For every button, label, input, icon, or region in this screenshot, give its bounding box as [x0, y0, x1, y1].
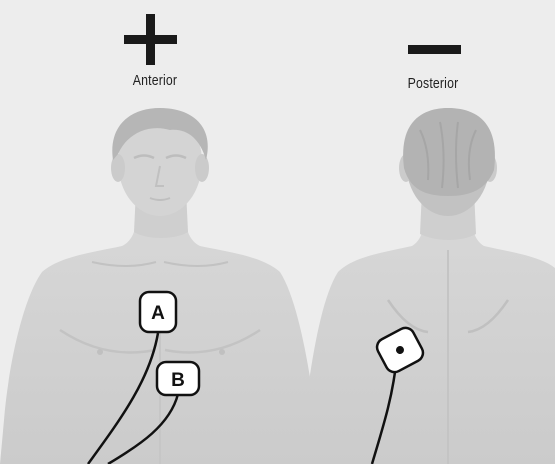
electrode-pad-a: A	[140, 292, 176, 332]
pad-a-label: A	[151, 303, 165, 324]
anterior-nipple-right	[219, 349, 225, 355]
anterior-figure	[0, 108, 320, 464]
posterior-label: Posterior	[396, 75, 470, 92]
electrode-pad-b: B	[157, 362, 199, 395]
anterior-ear-right	[195, 154, 209, 182]
minus-icon	[408, 45, 461, 54]
pad-b-label: B	[171, 370, 185, 391]
plus-icon	[124, 14, 177, 65]
anterior-label: Anterior	[118, 72, 192, 89]
anterior-nipple-left	[97, 349, 103, 355]
posterior-torso	[300, 206, 555, 464]
posterior-figure	[300, 108, 555, 464]
posterior-hair	[403, 108, 495, 196]
